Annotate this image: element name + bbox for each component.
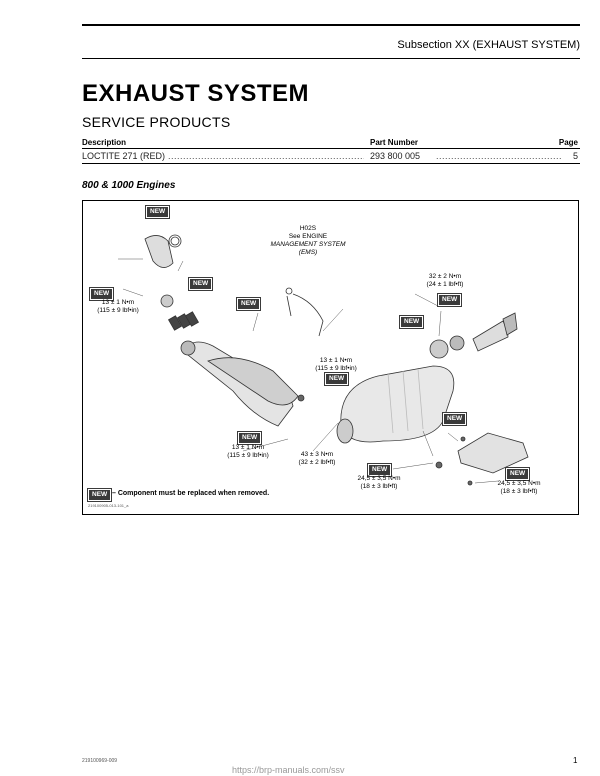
table-bottom-rule (82, 163, 580, 164)
header-rule (82, 58, 580, 59)
torque-label: 13 ± 1 N•m (115 ± 9 lbf•in) (227, 444, 269, 459)
page-title: EXHAUST SYSTEM (82, 80, 310, 107)
section-subtitle: 800 & 1000 Engines (82, 180, 176, 191)
new-badge: NEW (441, 412, 468, 426)
new-badge: NEW (436, 293, 463, 307)
exhaust-system-illustration (118, 234, 529, 486)
top-rule (82, 24, 580, 26)
torque-label: 24,5 ± 3,5 N•m (18 ± 3 lbf•ft) (497, 480, 541, 495)
new-badge: NEW (398, 315, 425, 329)
new-badge: NEW (323, 372, 350, 386)
table-row-description: LOCTITE 271 (RED) (82, 151, 166, 161)
torque-label: 13 ± 1 N•m (115 ± 9 lbf•in) (315, 357, 357, 372)
new-badge: NEW (504, 467, 531, 481)
torque-label: 43 ± 3 N•m (32 ± 2 lbf•ft) (298, 451, 336, 466)
legend-new-badge: NEW (86, 488, 113, 502)
torque-label: 24,5 ± 3,5 N•m (18 ± 3 lbf•ft) (357, 475, 401, 490)
new-badge: NEW (235, 297, 262, 311)
diagram-code: 219100905-013-101_a (88, 503, 129, 508)
source-url[interactable]: https://brp-manuals.com/ssv (232, 765, 345, 775)
column-header-description: Description (82, 138, 127, 147)
table-header-rule (82, 148, 580, 149)
exhaust-diagram: NEW NEW NEW NEW NEW NEW NEW NEW NEW NEW … (82, 200, 579, 515)
leader-dots: ........................................… (168, 151, 364, 160)
doc-code: 219100969-009 (82, 758, 118, 764)
torque-label: 32 ± 2 N•m (24 ± 1 lbf•ft) (426, 273, 464, 288)
page-number: 1 (573, 756, 578, 765)
new-badge: NEW (366, 463, 393, 477)
leader-dots: ........................................… (436, 151, 562, 160)
new-badge: NEW (88, 287, 115, 301)
h02s-label: H02S See ENGINE MANAGEMENT SYSTEM (EMS) (270, 225, 346, 256)
new-badge: NEW (236, 431, 263, 445)
column-header-page: Page (558, 138, 578, 147)
table-row-page: 5 (572, 151, 578, 161)
subsection-title: Subsection XX (EXHAUST SYSTEM) (397, 39, 580, 51)
torque-label: 13 ± 1 N•m (115 ± 9 lbf•in) (97, 299, 139, 314)
new-badge: NEW (187, 277, 214, 291)
table-row-part-number: 293 800 005 (370, 151, 421, 161)
legend-text: – Component must be replaced when remove… (112, 490, 270, 497)
new-badge: NEW (144, 205, 171, 219)
service-products-heading: SERVICE PRODUCTS (82, 114, 231, 130)
column-header-part-number: Part Number (370, 138, 419, 147)
